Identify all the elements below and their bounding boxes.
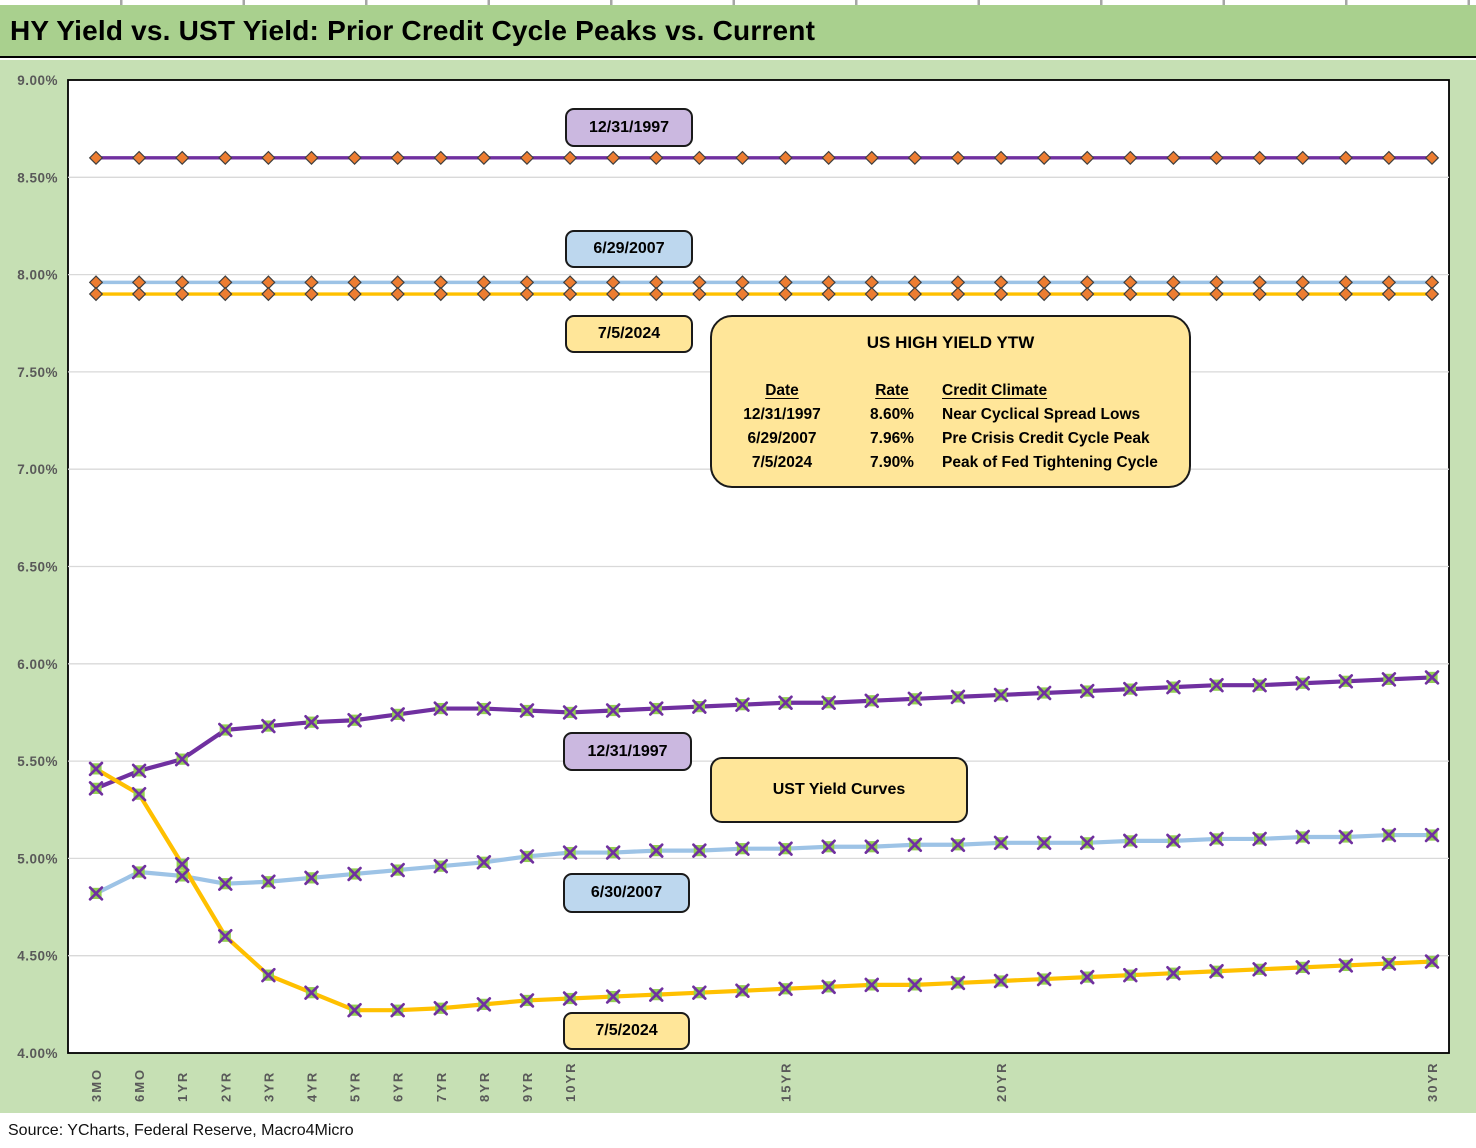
svg-text:9YR: 9YR [520, 1071, 535, 1102]
svg-text:7.00%: 7.00% [17, 462, 58, 477]
yield-curve-chart: 4.00% 4.50% 5.00% 5.50% 6.00% 6.50% 7.00% 7.50%… [17, 73, 1450, 1102]
svg-text:4.00%: 4.00% [17, 1046, 58, 1061]
legend-row-rate: 8.60% [870, 406, 914, 423]
label-hy-1997: 12/31/1997 [565, 108, 693, 147]
svg-text:4YR: 4YR [304, 1071, 319, 1102]
hy-legend-box: US HIGH YIELD YTW Date Rate Credit Clima… [710, 315, 1191, 488]
svg-text:10YR: 10YR [563, 1061, 578, 1102]
label-ust-2024: 7/5/2024 [563, 1012, 690, 1050]
page-title: HY Yield vs. UST Yield: Prior Credit Cyc… [10, 14, 816, 46]
svg-text:2YR: 2YR [218, 1071, 233, 1102]
svg-text:15YR: 15YR [779, 1061, 794, 1102]
svg-text:7.50%: 7.50% [17, 365, 58, 380]
legend-row-rate: 7.90% [870, 454, 914, 471]
svg-text:8YR: 8YR [477, 1071, 492, 1102]
source-note: Source: YCharts, Federal Reserve, Macro4… [0, 1113, 1476, 1148]
label-ust-2007: 6/30/2007 [563, 873, 690, 913]
legend-row-climate: Pre Crisis Credit Cycle Peak [942, 430, 1150, 447]
hy-legend-title: US HIGH YIELD YTW [866, 333, 1035, 352]
svg-text:6YR: 6YR [391, 1071, 406, 1102]
legend-row-rate: 7.96% [870, 430, 914, 447]
svg-text:6MO: 6MO [132, 1068, 147, 1102]
svg-text:9.00%: 9.00% [17, 73, 58, 88]
svg-text:8.00%: 8.00% [17, 268, 58, 283]
svg-text:6.50%: 6.50% [17, 560, 58, 575]
svg-text:8.50%: 8.50% [17, 170, 58, 185]
svg-text:30YR: 30YR [1425, 1061, 1440, 1102]
svg-text:1YR: 1YR [175, 1071, 190, 1102]
legend-col-climate: Credit Climate [942, 382, 1048, 399]
legend-row-date: 6/29/2007 [747, 430, 817, 447]
legend-col-date: Date [765, 382, 799, 399]
chart-title-bar: HY Yield vs. UST Yield: Prior Credit Cyc… [0, 5, 1476, 58]
svg-text:3MO: 3MO [89, 1068, 104, 1102]
label-ust-yield-curves: UST Yield Curves [710, 757, 968, 823]
svg-text:5.50%: 5.50% [17, 754, 58, 769]
legend-row-date: 7/5/2024 [751, 454, 813, 471]
legend-row-climate: Peak of Fed Tightening Cycle [942, 454, 1158, 471]
hy-legend-table: Date Rate Credit Climate 12/31/1997 8.60… [712, 379, 1175, 474]
svg-text:4.50%: 4.50% [17, 949, 58, 964]
label-hy-2024: 7/5/2024 [565, 315, 693, 353]
svg-text:20YR: 20YR [994, 1061, 1009, 1102]
svg-text:7YR: 7YR [434, 1071, 449, 1102]
chart-area: 4.00% 4.50% 5.00% 5.50% 6.00% 6.50% 7.00% 7.50%… [0, 60, 1476, 1114]
svg-text:5.00%: 5.00% [17, 851, 58, 866]
svg-text:5YR: 5YR [348, 1071, 363, 1102]
svg-text:3YR: 3YR [261, 1071, 276, 1102]
legend-row-climate: Near Cyclical Spread Lows [942, 406, 1141, 423]
legend-row-date: 12/31/1997 [743, 406, 821, 423]
spreadsheet-column-ticks [0, 0, 1476, 5]
svg-text:6.00%: 6.00% [17, 657, 58, 672]
label-hy-2007: 6/29/2007 [565, 230, 693, 268]
legend-col-rate: Rate [875, 382, 909, 399]
label-ust-1997: 12/31/1997 [563, 732, 692, 771]
